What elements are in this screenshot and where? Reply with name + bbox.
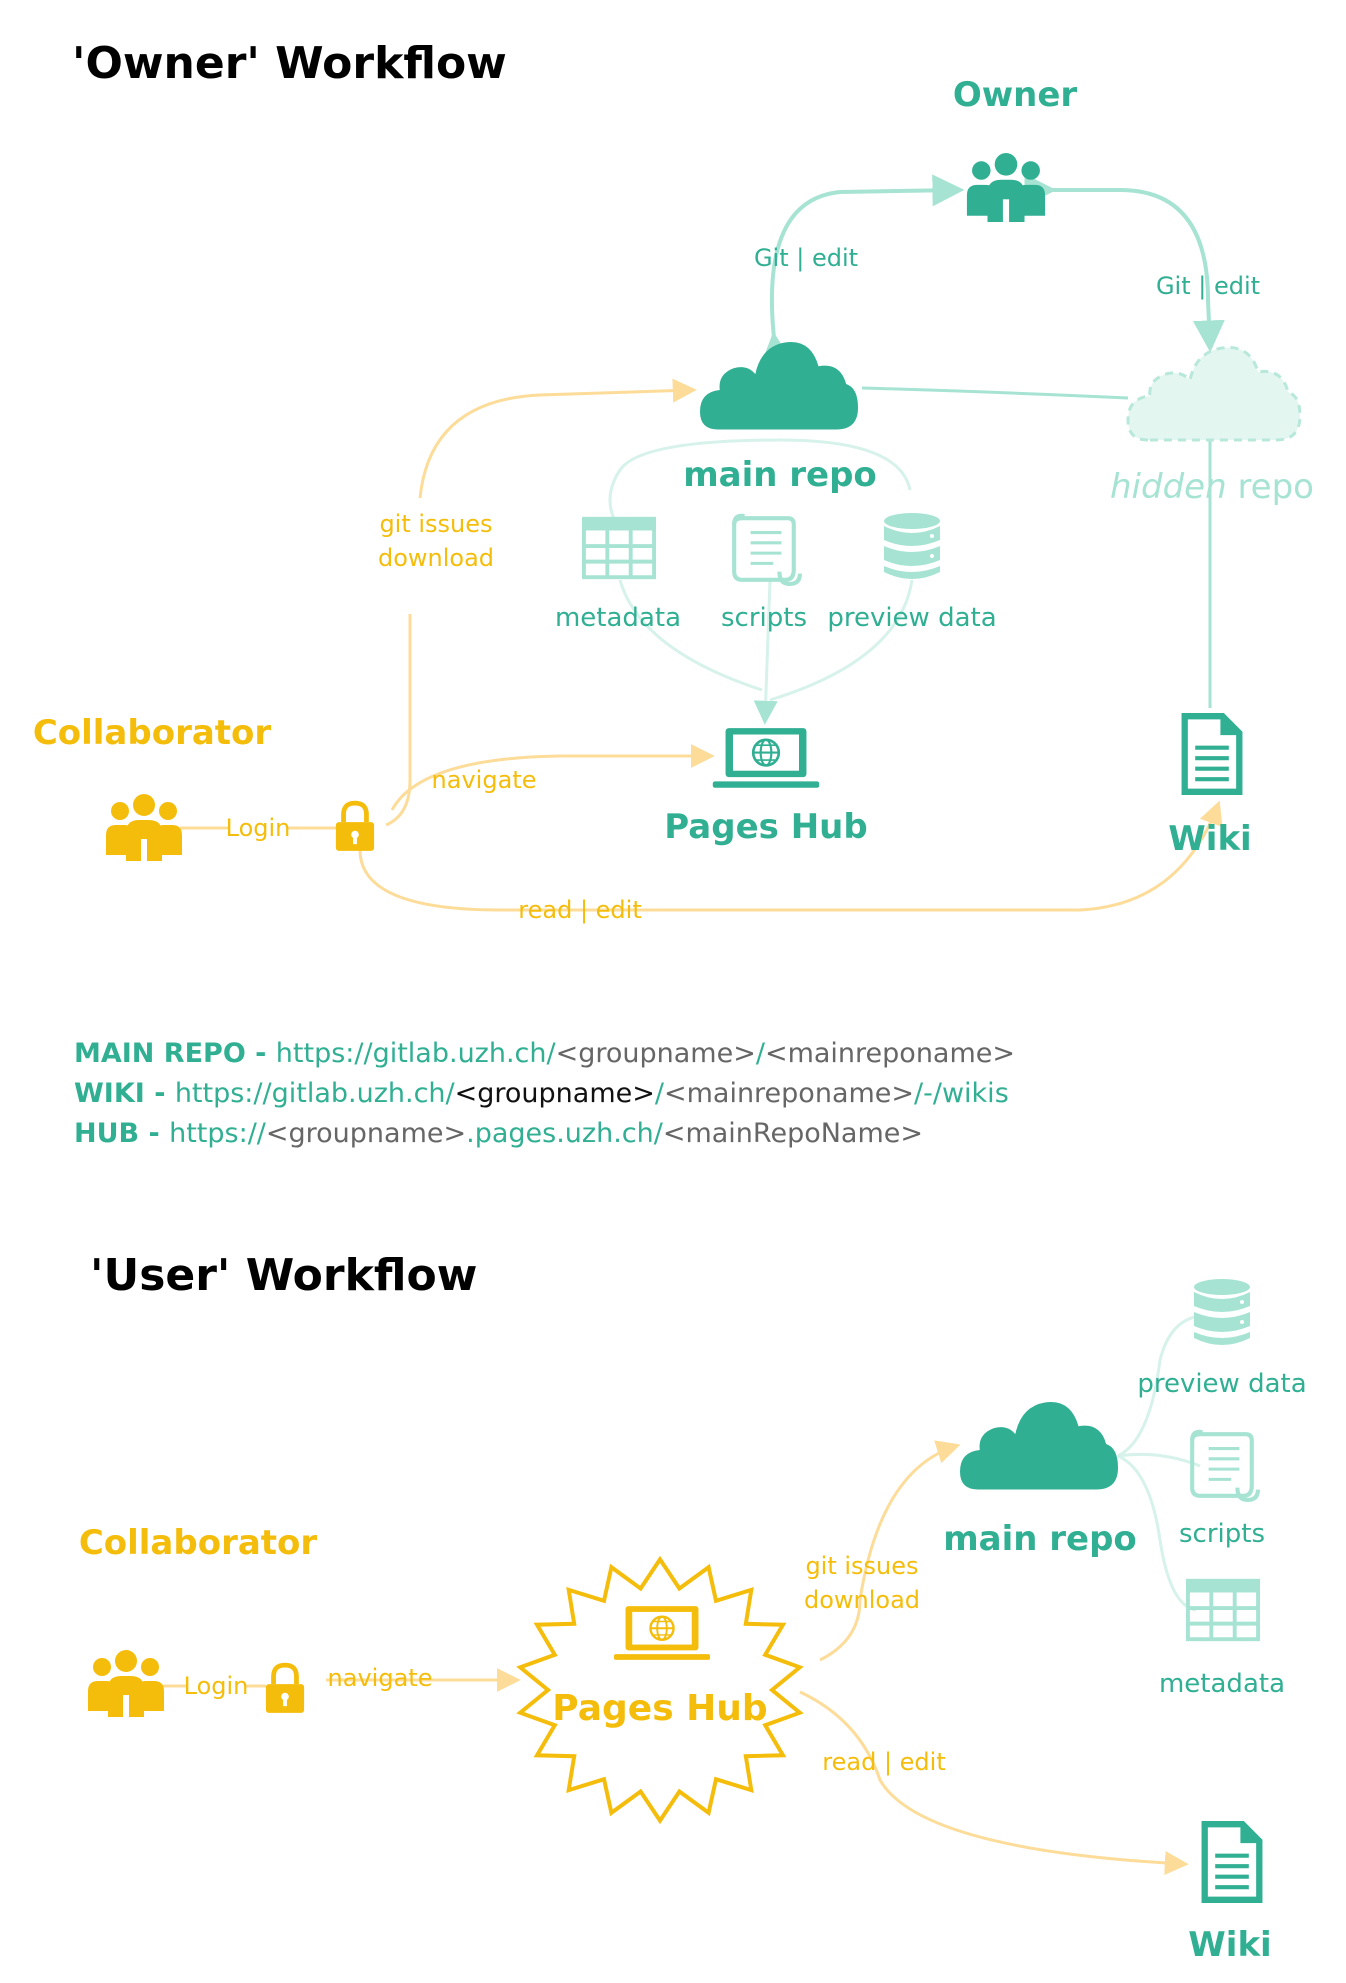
- login-label: Login: [226, 814, 291, 842]
- edge-metadata-hub: [618, 579, 763, 692]
- user-download-label: download: [804, 1586, 920, 1614]
- user-preview-data-label: preview data: [1137, 1369, 1306, 1399]
- owner-yellow-connectors: [180, 378, 1223, 912]
- user-scripts-scroll-icon: [1192, 1432, 1258, 1500]
- main-repo-cloud-icon: [700, 342, 858, 430]
- edge-mainrepo-preview: [779, 438, 912, 491]
- owner-people-icon: [966, 153, 1046, 222]
- user-main-repo-label: main repo: [943, 1519, 1137, 1559]
- edge-mainrepo-metadata-u: [1117, 1454, 1197, 1612]
- hidden-cloud-icon: [1126, 346, 1302, 442]
- edge-scripts-hub: [753, 579, 778, 725]
- user-metadata-table-icon: [1186, 1578, 1260, 1642]
- pages-hub-label: Pages Hub: [664, 807, 867, 847]
- user-workflow-title: 'User' Workflow: [90, 1250, 477, 1301]
- url-wiki: WIKI - https://gitlab.uzh.ch/<groupname>…: [74, 1078, 1009, 1109]
- user-read-edit-label: read | edit: [822, 1748, 945, 1776]
- preview-database-icon: [884, 513, 940, 579]
- navigate-label: navigate: [432, 766, 537, 794]
- user-git-issues-label: git issues: [805, 1552, 918, 1580]
- edge-lock-hub: [390, 744, 715, 811]
- git-edit-left-label: Git | edit: [754, 244, 858, 272]
- scripts-label: scripts: [721, 603, 807, 633]
- owner-workflow-title: 'Owner' Workflow: [72, 38, 507, 89]
- metadata-label: metadata: [555, 603, 681, 633]
- pages-hub-laptop-icon: [712, 726, 820, 790]
- edge-owner-hidden: [1024, 174, 1225, 353]
- collaborator-label: Collaborator: [33, 713, 272, 753]
- user-collaborator-label: Collaborator: [79, 1523, 318, 1563]
- user-lock-icon: [266, 1665, 304, 1713]
- edge-mainrepo-owner: [760, 174, 965, 366]
- collaborator-people-icon: [106, 794, 182, 861]
- edge-lock-mainrepo: [385, 614, 412, 827]
- url-main-repo: MAIN REPO - https://gitlab.uzh.ch/<group…: [74, 1038, 1015, 1069]
- main-repo-label: main repo: [683, 455, 877, 495]
- edge-hub-mainrepo: [819, 1440, 961, 1662]
- edge-hub-wiki: [799, 1690, 1189, 1875]
- user-wiki-document-icon: [1205, 1824, 1260, 1900]
- edge-mainrepo-preview-u: [1117, 1314, 1201, 1458]
- git-edit-right-label: Git | edit: [1156, 272, 1260, 300]
- owner-connectors: [608, 174, 1225, 725]
- edge-mainrepo-metadata: [608, 438, 781, 531]
- user-scripts-label: scripts: [1179, 1519, 1265, 1549]
- git-issues-label: git issues: [379, 510, 492, 538]
- download-label: download: [378, 544, 494, 572]
- hidden-repo-label: hidden repo: [1110, 467, 1314, 507]
- starburst-icon: [516, 1555, 804, 1825]
- user-main-repo-cloud-icon: [960, 1402, 1118, 1490]
- user-navigate-label: navigate: [328, 1664, 433, 1692]
- user-metadata-label: metadata: [1159, 1669, 1285, 1699]
- scripts-scroll-icon: [734, 516, 800, 584]
- user-pages-hub-label: Pages Hub: [552, 1688, 767, 1729]
- url-list: MAIN REPO - https://gitlab.uzh.ch/<group…: [74, 1038, 1015, 1149]
- wiki-document-icon: [1185, 716, 1240, 792]
- user-collaborator-people-icon: [88, 1650, 164, 1717]
- owner-label: Owner: [953, 75, 1078, 115]
- user-login-label: Login: [184, 1672, 249, 1700]
- edge-mainrepo-hidden: [861, 386, 1129, 400]
- read-edit-label: read | edit: [518, 896, 641, 924]
- metadata-table-icon: [582, 516, 656, 580]
- lock-icon: [336, 803, 374, 851]
- edge-lock-wiki: [358, 800, 1223, 912]
- preview-data-label: preview data: [827, 603, 996, 633]
- user-preview-database-icon: [1194, 1279, 1250, 1345]
- url-hub: HUB - https://<groupname>.pages.uzh.ch/<…: [74, 1118, 923, 1149]
- wiki-label: Wiki: [1168, 819, 1251, 859]
- user-wiki-label: Wiki: [1188, 1925, 1271, 1965]
- edge-preview-hub: [769, 579, 914, 702]
- edge-gitissues-mainrepo: [418, 378, 697, 499]
